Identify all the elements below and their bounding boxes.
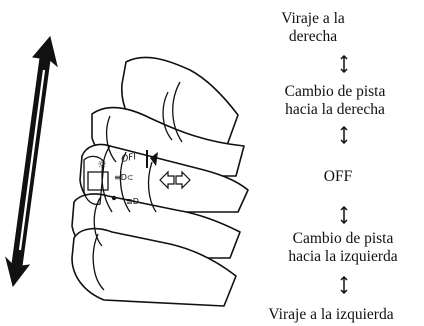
label-lane-change-right-text: Cambio de pista hacia la derecha (285, 83, 386, 118)
label-turn-left-text: Viraje a la izquierda (268, 306, 393, 323)
label-lane-change-right: Cambio de pista hacia la derecha (254, 83, 416, 119)
label-off: OFF (318, 168, 358, 186)
light-symbol-icon: ☼ (97, 158, 107, 171)
connector-updown-icon (339, 276, 349, 294)
label-turn-right: Viraje a la derecha (258, 10, 368, 46)
connector-updown-icon (339, 206, 349, 224)
park-light-icon: ≡D⊂ (114, 173, 134, 182)
label-turn-right-text: Viraje a la derecha (281, 10, 345, 45)
label-off-text: OFF (324, 168, 352, 185)
label-lane-change-left-text: Cambio de pista hacia la izquierda (288, 230, 397, 265)
connector-updown-icon (339, 55, 349, 73)
double-arrow-icon (6, 37, 57, 286)
connector-updown-icon (339, 126, 349, 144)
label-turn-left: Viraje a la izquierda (238, 306, 424, 324)
label-lane-change-left: Cambio de pista hacia la izquierda (264, 230, 422, 266)
headlight-icon: ≣D (126, 197, 139, 206)
